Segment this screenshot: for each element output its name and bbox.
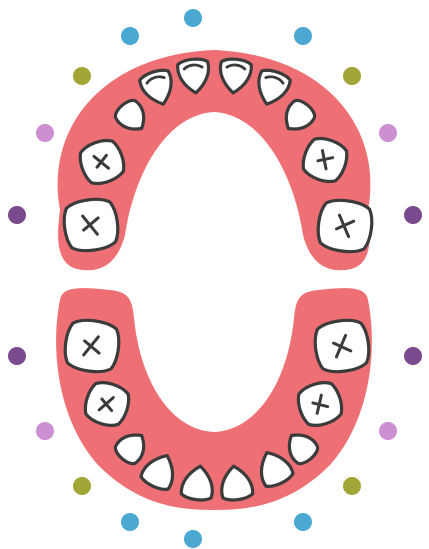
dot-pink [36, 422, 54, 440]
dot-olive [343, 477, 361, 495]
dot-blue [121, 513, 139, 531]
dot-purple [404, 347, 422, 365]
dot-pink [36, 124, 54, 142]
dot-blue [294, 513, 312, 531]
dot-pink [379, 124, 397, 142]
dot-blue [121, 27, 139, 45]
dot-olive [73, 477, 91, 495]
dot-olive [343, 67, 361, 85]
gums [56, 50, 372, 510]
lower-molar-tooth [62, 317, 122, 374]
lower-molar-tooth [312, 317, 372, 374]
dot-pink [379, 422, 397, 440]
dot-purple [8, 347, 26, 365]
dot-blue [184, 9, 202, 27]
dot-olive [73, 67, 91, 85]
upper-molar-tooth [61, 196, 121, 253]
dot-purple [8, 206, 26, 224]
dot-blue [294, 27, 312, 45]
dot-blue [184, 530, 202, 548]
dot-purple [404, 206, 422, 224]
upper-molar-tooth [315, 197, 375, 254]
